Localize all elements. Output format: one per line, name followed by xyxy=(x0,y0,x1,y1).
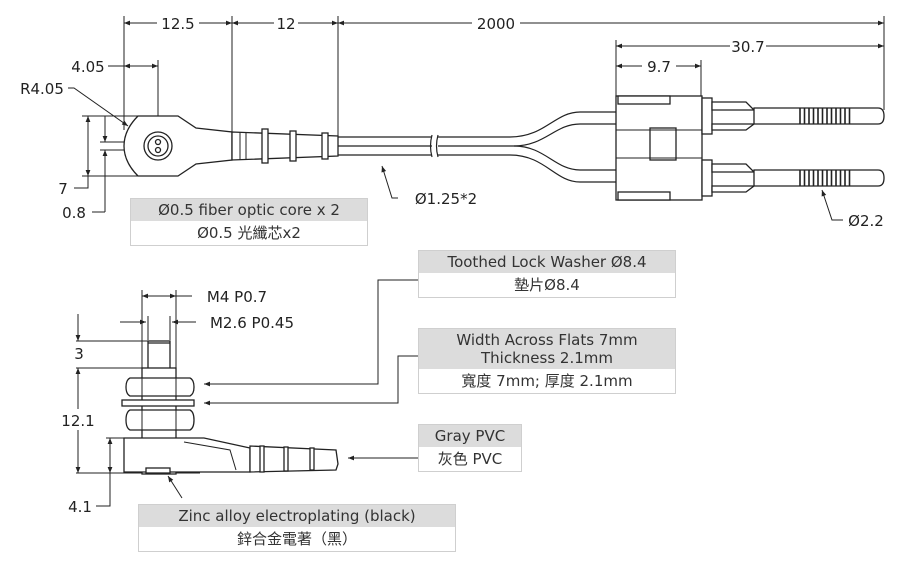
dim-4-05: 4.05 xyxy=(71,58,158,76)
dim-tip-3-text: 3 xyxy=(74,345,84,363)
label-body: Zinc alloy electroplating (black) 鋅合金電著（… xyxy=(138,504,456,552)
dim-radius-text: R4.05 xyxy=(20,80,64,98)
dim-thread-outer-text: M4 P0.7 xyxy=(207,288,267,306)
dim-12-5-text: 12.5 xyxy=(161,15,194,33)
dim-tip-3: 3 xyxy=(74,314,148,369)
label-fiber-core: Ø0.5 fiber optic core x 2 Ø0.5 光纖芯x2 xyxy=(130,198,368,246)
pin-grip-upper xyxy=(799,108,851,124)
dim-4-05-text: 4.05 xyxy=(71,58,104,76)
label-jacket: Gray PVC 灰色 PVC xyxy=(418,424,522,472)
label-washer-en: Toothed Lock Washer Ø8.4 xyxy=(419,251,675,273)
leader-lines xyxy=(167,279,418,499)
sensor-head-top xyxy=(123,115,339,177)
dim-thread-inner-text: M2.6 P0.45 xyxy=(210,314,294,332)
dim-9-7: 9.7 xyxy=(616,58,701,76)
dim-30-7: 30.7 xyxy=(616,38,884,56)
label-fiber-core-zh: Ø0.5 光纖芯x2 xyxy=(131,221,367,245)
label-body-en: Zinc alloy electroplating (black) xyxy=(139,505,455,527)
dim-12-text: 12 xyxy=(276,15,295,33)
dim-4-1-text: 4.1 xyxy=(68,498,92,516)
dim-2000: 2000 xyxy=(338,15,884,33)
dim-12-5: 12.5 xyxy=(124,15,232,33)
dim-12-1-text: 12.1 xyxy=(61,412,94,430)
dim-radius: R4.05 xyxy=(20,80,129,127)
label-jacket-en: Gray PVC xyxy=(419,425,521,447)
dim-0-8-text: 0.8 xyxy=(62,204,86,222)
label-nut-zh: 寬度 7mm; 厚度 2.1mm xyxy=(419,369,675,393)
dim-2000-text: 2000 xyxy=(477,15,515,33)
pin-grip-lower xyxy=(799,170,851,186)
sensor-head-side xyxy=(121,340,339,475)
label-body-zh: 鋅合金電著（黑） xyxy=(139,527,455,551)
dim-7: 7 xyxy=(58,115,140,198)
dim-thread-inner: M2.6 P0.45 xyxy=(120,314,294,340)
dim-pin-text: Ø2.2 xyxy=(848,212,884,230)
label-jacket-zh: 灰色 PVC xyxy=(419,447,521,471)
dim-12-1: 12.1 xyxy=(61,368,200,474)
dim-thread-outer: M4 P0.7 xyxy=(141,288,267,376)
label-nut-en2: Thickness 2.1mm xyxy=(419,349,675,369)
connector: Ø2.2 xyxy=(615,95,885,230)
label-nut: Width Across Flats 7mm Thickness 2.1mm 寬… xyxy=(418,328,676,394)
cable: Ø1.25*2 xyxy=(338,111,616,208)
dim-9-7-text: 9.7 xyxy=(647,58,671,76)
label-fiber-core-en: Ø0.5 fiber optic core x 2 xyxy=(131,199,367,221)
label-nut-en1: Width Across Flats 7mm xyxy=(419,329,675,349)
dim-12: 12 xyxy=(232,15,338,33)
dim-cable-text: Ø1.25*2 xyxy=(415,190,477,208)
label-washer: Toothed Lock Washer Ø8.4 墊片Ø8.4 xyxy=(418,250,676,298)
extension-lines-top xyxy=(123,16,885,140)
dim-30-7-text: 30.7 xyxy=(731,38,764,56)
dim-7-text: 7 xyxy=(58,180,68,198)
dim-4-1: 4.1 xyxy=(68,437,124,516)
label-washer-zh: 墊片Ø8.4 xyxy=(419,273,675,297)
